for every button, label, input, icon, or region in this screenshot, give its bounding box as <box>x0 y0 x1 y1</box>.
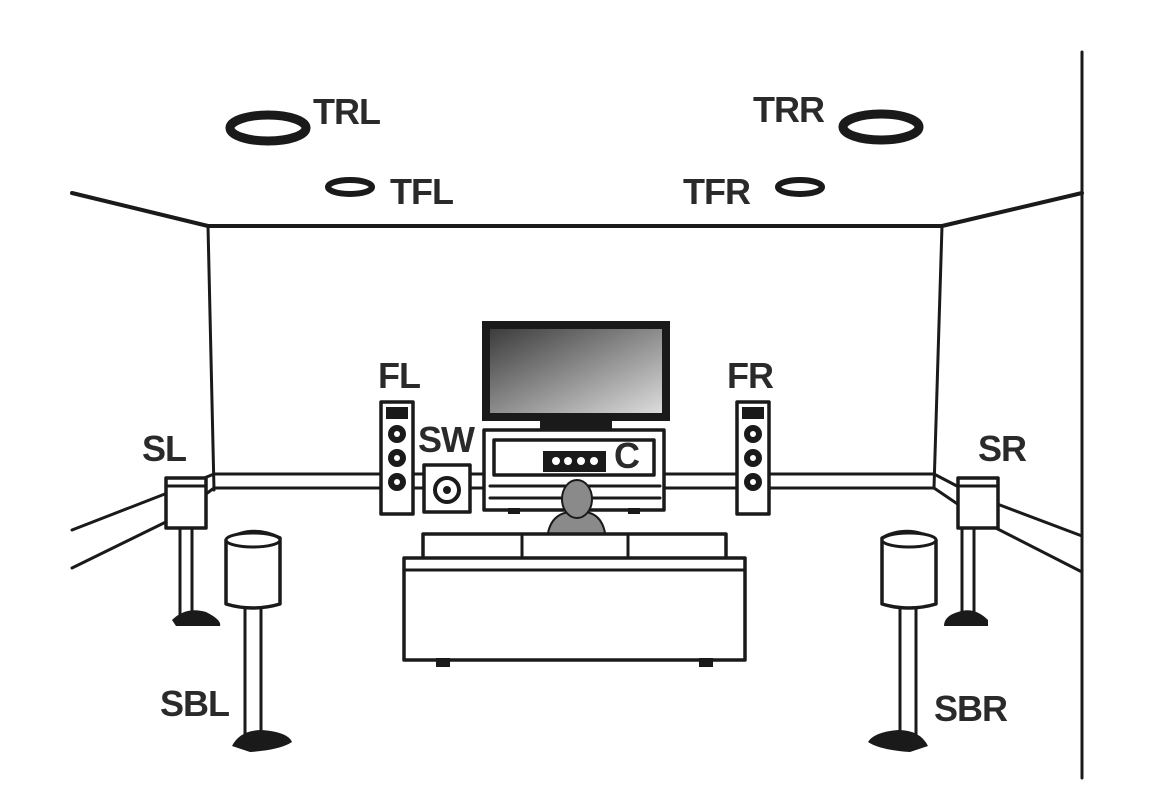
speaker-subwoofer <box>422 463 472 514</box>
label-trl: TRL <box>313 91 380 132</box>
label-trr: TRR <box>753 89 825 130</box>
speaker-top-rear-right <box>838 109 924 145</box>
label-sw: SW <box>418 419 475 460</box>
speaker-surround-right <box>944 476 1000 626</box>
label-sl: SL <box>142 428 186 469</box>
label-fl: FL <box>378 355 420 396</box>
label-sr: SR <box>978 428 1027 469</box>
speaker-surround-back-left <box>224 529 292 752</box>
speaker-surround-left <box>164 476 221 626</box>
label-sbl: SBL <box>160 683 229 724</box>
speaker-top-front-right <box>775 177 825 197</box>
speaker-center <box>543 451 606 472</box>
television <box>482 321 670 430</box>
label-tfl: TFL <box>390 171 453 212</box>
speaker-front-left <box>379 400 415 516</box>
label-tfr: TFR <box>683 171 751 212</box>
label-c: C <box>614 435 640 476</box>
sofa <box>402 532 747 667</box>
speaker-top-rear-left <box>225 110 311 146</box>
label-fr: FR <box>727 355 774 396</box>
label-sbr: SBR <box>934 688 1008 729</box>
speaker-front-right <box>735 400 771 516</box>
speaker-top-front-left <box>325 177 375 197</box>
speaker-surround-back-right <box>868 529 938 752</box>
